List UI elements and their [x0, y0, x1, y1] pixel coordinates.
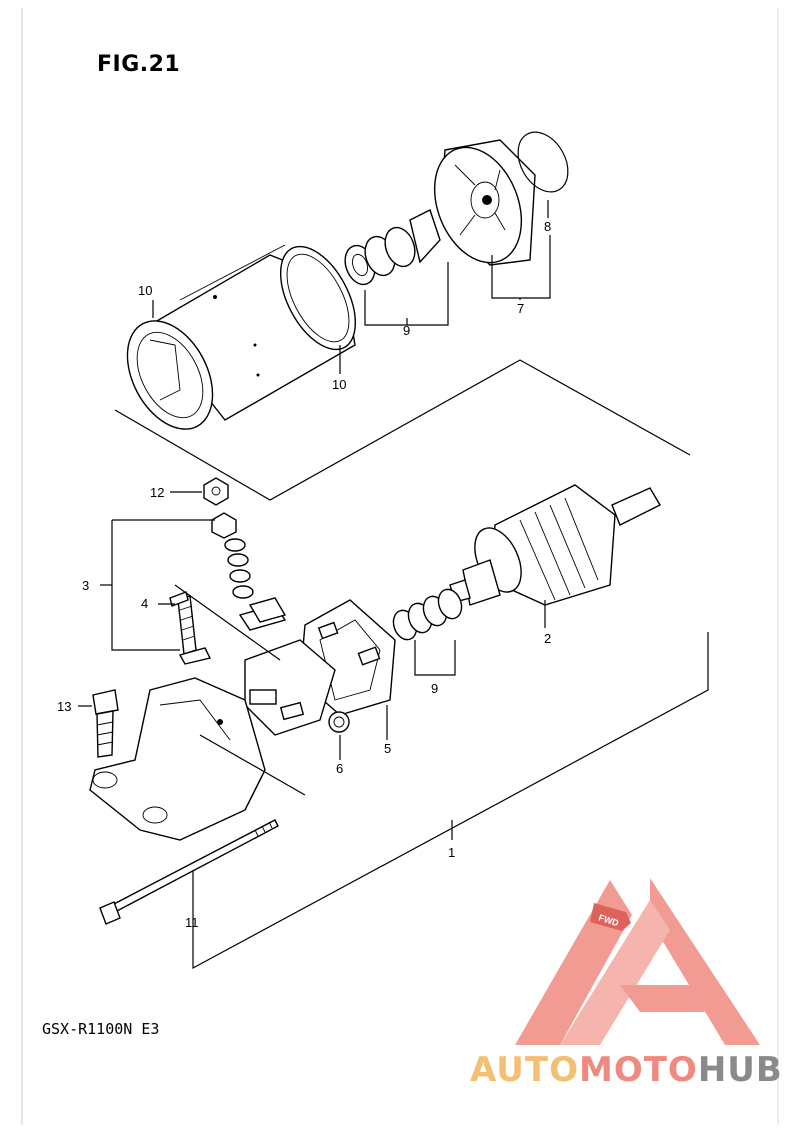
brand-hub: HUB: [697, 1050, 783, 1090]
callout-11: 11: [185, 915, 199, 930]
callout-2: 2: [544, 631, 551, 646]
callout-7: 7: [517, 301, 524, 316]
callout-9-lower: 9: [431, 681, 438, 696]
callout-5: 5: [384, 741, 391, 756]
washer-set-lower: [392, 588, 463, 641]
figure-title: FIG.21: [97, 52, 181, 77]
washer-set-upper: [344, 209, 441, 286]
brand-moto: MOTO: [578, 1050, 698, 1090]
callout-8: 8: [544, 219, 551, 234]
end-cover-housing: [433, 139, 536, 266]
callout-1: 1: [448, 845, 455, 860]
mounting-bolt: [92, 689, 119, 758]
callout-9-upper: 9: [403, 323, 410, 338]
assembly-lines: [78, 200, 709, 970]
armature: [449, 484, 661, 606]
o-ring: [517, 131, 569, 193]
front-housing: [89, 677, 266, 841]
brand-auto: AUTO: [470, 1050, 579, 1090]
starter-yoke: [126, 244, 357, 430]
callout-3: 3: [82, 578, 89, 593]
callout-6: 6: [336, 761, 343, 776]
terminal-parts: [169, 477, 287, 665]
callout-labels: 1 2 3 4 5 6 7 8 9 9 10 10 11 12 13: [57, 219, 551, 930]
callout-10-upper: 10: [138, 283, 152, 298]
callout-12: 12: [150, 485, 164, 500]
callout-4: 4: [141, 596, 148, 611]
watermark-brand: AUTOMOTOHUB: [470, 1050, 783, 1090]
bearing: [328, 711, 350, 733]
callout-10-lower: 10: [332, 377, 346, 392]
watermark-logo: FWD: [515, 878, 760, 1045]
through-bolt: [99, 819, 279, 925]
callout-13: 13: [57, 699, 71, 714]
fwd-badge: FWD: [590, 903, 631, 931]
model-code: GSX-R1100N E3: [42, 1020, 160, 1038]
